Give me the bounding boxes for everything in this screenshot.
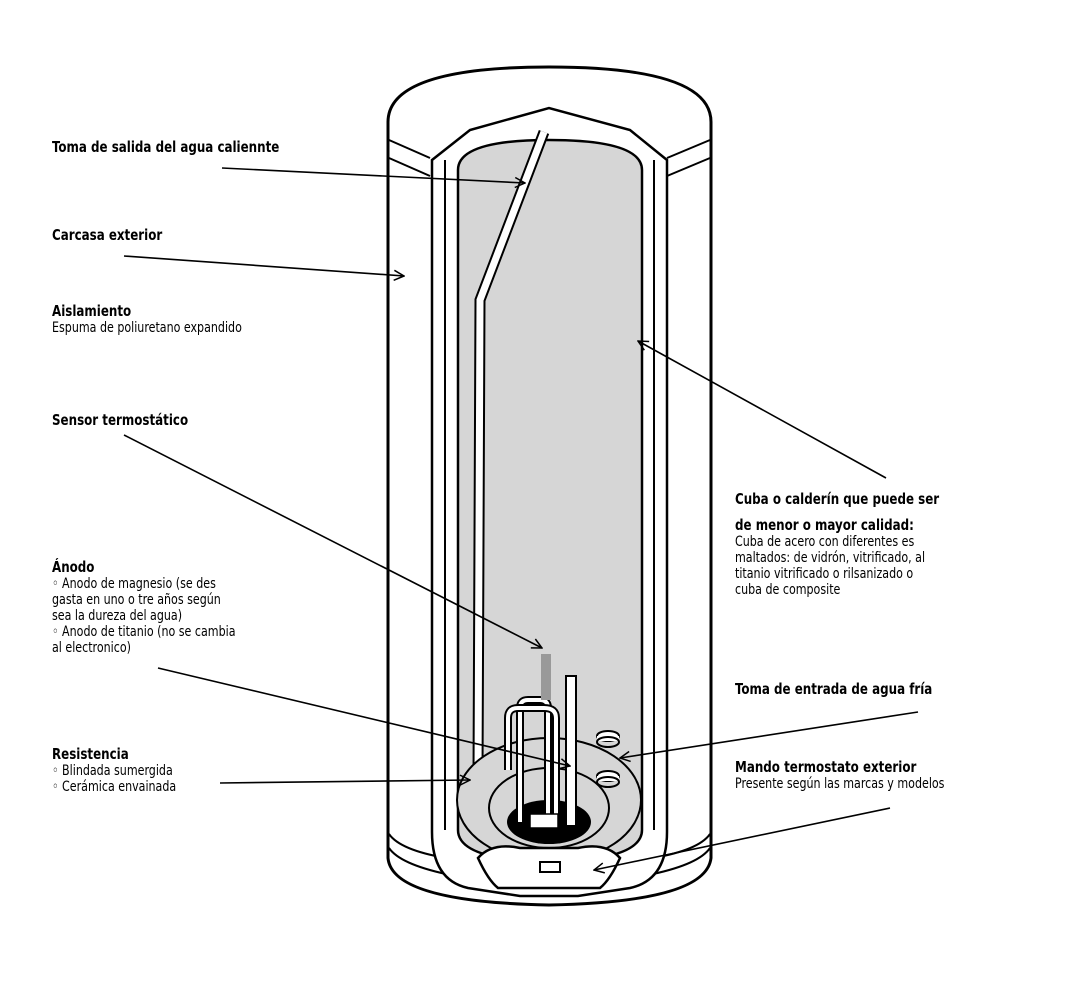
inlet-caps bbox=[596, 730, 620, 788]
leader-sensor bbox=[123, 434, 542, 648]
leader-anodo bbox=[157, 667, 570, 766]
thermostat-sensor bbox=[541, 654, 551, 700]
label-desc: maltados: de vidrón, vitrificado, al bbox=[735, 550, 926, 566]
element-base bbox=[529, 813, 559, 829]
label-desc: Cuba de acero con diferentes es bbox=[735, 534, 915, 550]
label-desc: gasta en uno o tre años según bbox=[52, 592, 221, 608]
label-desc: al electronico) bbox=[52, 640, 131, 656]
leader-cuba bbox=[638, 341, 887, 479]
top-rim-lines bbox=[388, 139, 711, 875]
label-desc: cuba de composite bbox=[735, 582, 841, 598]
label-title: Toma de salida del agua caliennte bbox=[52, 138, 280, 156]
label-outer-casing: Carcasa exterior bbox=[52, 226, 162, 244]
leader-carcasa bbox=[123, 255, 404, 276]
label-hot-water-outlet: Toma de salida del agua caliennte bbox=[52, 138, 279, 156]
insulation-lines bbox=[444, 160, 655, 830]
label-thermostat-control: Mando termostato exterior Presente según… bbox=[735, 758, 944, 792]
label-anode: Ánodo ◦ Anodo de magnesio (se des gasta … bbox=[52, 558, 235, 656]
leader-mando bbox=[594, 807, 891, 870]
leader-salida bbox=[221, 167, 525, 183]
leader-lines bbox=[123, 167, 919, 870]
label-title: Carcasa exterior bbox=[52, 226, 163, 244]
label-title: Toma de entrada de agua fría bbox=[735, 680, 933, 698]
label-title: Aislamiento bbox=[52, 302, 132, 320]
label-title: Ánodo bbox=[52, 558, 95, 576]
label-insulation: Aislamiento Espuma de poliuretano expand… bbox=[52, 302, 242, 336]
thermostat-knob bbox=[539, 861, 561, 873]
label-title: Cuba o calderín que puede ser bbox=[735, 490, 940, 508]
label-resistance: Resistencia ◦ Blindada sumergida ◦ Cerám… bbox=[52, 745, 176, 795]
label-desc: sea la dureza del agua) bbox=[52, 608, 183, 624]
label-desc: ◦ Blindada sumergida bbox=[52, 763, 173, 779]
heating-element bbox=[504, 696, 560, 822]
leader-resistencia bbox=[219, 780, 470, 783]
anode-rod bbox=[565, 675, 577, 827]
label-desc: ◦ Anodo de magnesio (se des bbox=[52, 576, 216, 592]
label-title: de menor o mayor calidad: bbox=[735, 516, 914, 534]
label-desc: ◦ Cerámica envainada bbox=[52, 779, 177, 795]
label-title: Mando termostato exterior bbox=[735, 758, 917, 776]
label-cold-water-inlet: Toma de entrada de agua fría bbox=[735, 680, 932, 698]
leader-entrada bbox=[620, 711, 919, 758]
label-desc: titanio vitrificado o rilsanizado o bbox=[735, 566, 914, 582]
label-tank: Cuba o calderín que puede ser de menor o… bbox=[735, 490, 939, 598]
label-desc: Presente según las marcas y modelos bbox=[735, 776, 945, 792]
label-desc: Espuma de poliuretano expandido bbox=[52, 320, 242, 336]
label-title: Resistencia bbox=[52, 745, 129, 763]
label-desc: ◦ Anodo de titanio (no se cambia bbox=[52, 624, 236, 640]
label-thermostat-sensor: Sensor termostático bbox=[52, 411, 188, 429]
label-title: Sensor termostático bbox=[52, 411, 189, 429]
